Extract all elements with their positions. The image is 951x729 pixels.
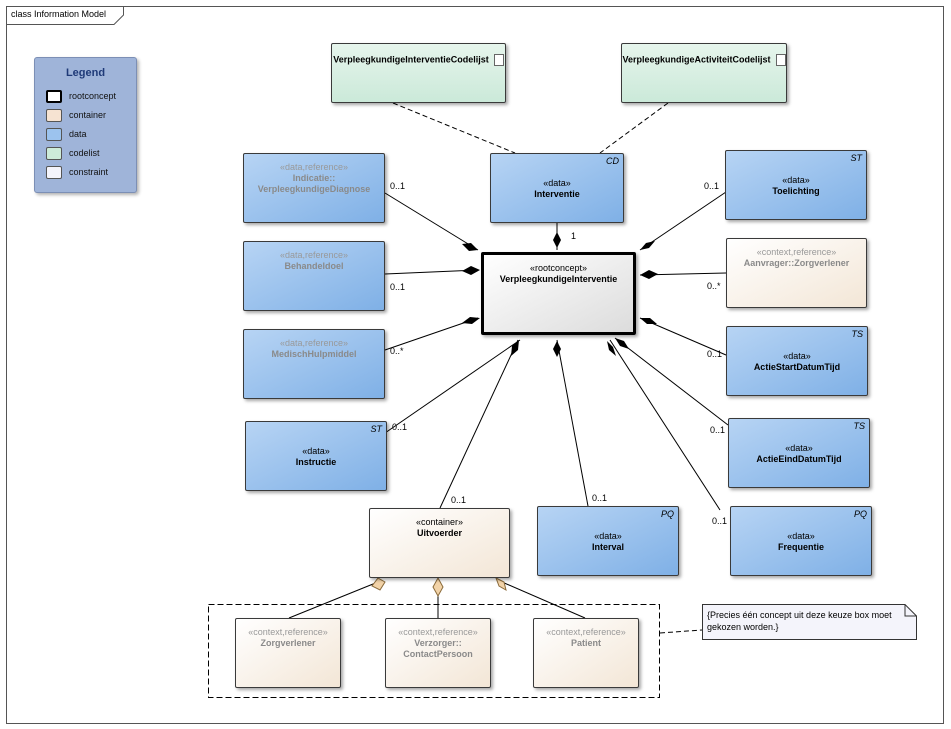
class-name: Frequentie bbox=[777, 542, 824, 552]
type-label: PQ bbox=[853, 509, 867, 519]
multiplicity-aanvrager: 0..* bbox=[707, 281, 721, 291]
stereotype: «context,reference» bbox=[546, 627, 626, 637]
type-label: ST bbox=[850, 153, 862, 163]
class-instructie[interactable]: ST «data» Instructie bbox=[245, 421, 387, 491]
stereotype: «data» bbox=[594, 531, 622, 541]
class-name: Uitvoerder bbox=[416, 528, 462, 538]
stereotype: «data» bbox=[543, 178, 571, 188]
class-aanvrager[interactable]: «context,reference» Aanvrager::Zorgverle… bbox=[726, 238, 867, 308]
class-name: Interval bbox=[591, 542, 624, 552]
stereotype: «data,reference» bbox=[279, 338, 349, 348]
stereotype: «data» bbox=[782, 175, 810, 185]
class-name: Aanvrager::Zorgverlener bbox=[743, 258, 850, 268]
class-interventie[interactable]: CD «data» Interventie bbox=[490, 153, 624, 223]
stereotype: «data» bbox=[783, 351, 811, 361]
type-label: TS bbox=[853, 421, 865, 431]
stereotype: «data» bbox=[302, 446, 330, 456]
stereotype: «data» bbox=[785, 443, 813, 453]
type-label: TS bbox=[851, 329, 863, 339]
multiplicity-start: 0..1 bbox=[707, 349, 723, 359]
codelist-icon bbox=[775, 54, 786, 66]
stereotype: «data» bbox=[787, 531, 815, 541]
class-verzorger[interactable]: «context,reference» Verzorger:: ContactP… bbox=[385, 618, 491, 688]
legend: Legend rootconcept container data codeli… bbox=[34, 57, 137, 193]
class-name: Zorgverlener bbox=[260, 638, 316, 648]
legend-swatch bbox=[46, 109, 62, 122]
codelist-activiteit[interactable]: VerpleegkundigeActiviteitCodelijst bbox=[621, 43, 787, 103]
legend-swatch bbox=[46, 128, 62, 141]
legend-title: Legend bbox=[65, 67, 106, 79]
legend-label: codelist bbox=[69, 148, 100, 158]
frame-title: class Information Model bbox=[11, 9, 107, 19]
multiplicity-uitvoerder: 0..1 bbox=[451, 495, 467, 505]
multiplicity-toelichting: 0..1 bbox=[704, 181, 720, 191]
codelist-name: VerpleegkundigeInterventieCodelijst bbox=[333, 54, 489, 65]
class-actie-start[interactable]: TS «data» ActieStartDatumTijd bbox=[726, 326, 868, 396]
class-interval[interactable]: PQ «data» Interval bbox=[537, 506, 679, 576]
codelist-interventie[interactable]: VerpleegkundigeInterventieCodelijst bbox=[331, 43, 506, 103]
class-zorgverlener[interactable]: «context,reference» Zorgverlener bbox=[235, 618, 341, 688]
type-label: PQ bbox=[660, 509, 674, 519]
codelist-name: VerpleegkundigeActiviteitCodelijst bbox=[622, 54, 771, 65]
diagram-frame bbox=[6, 6, 944, 724]
type-label: CD bbox=[606, 156, 619, 166]
class-name: ContactPersoon bbox=[403, 649, 473, 659]
stereotype: «data,reference» bbox=[279, 162, 349, 172]
class-name: Indicatie:: bbox=[292, 173, 336, 183]
class-name: VerpleegkundigeDiagnose bbox=[257, 184, 371, 194]
legend-label: rootconcept bbox=[69, 91, 117, 101]
constraint-note bbox=[702, 604, 917, 640]
multiplicity-instructie: 0..1 bbox=[392, 422, 408, 432]
multiplicity-eind: 0..1 bbox=[710, 425, 726, 435]
class-patient[interactable]: «context,reference» Patient bbox=[533, 618, 639, 688]
frame-tab bbox=[6, 6, 124, 25]
multiplicity-indicatie: 0..1 bbox=[390, 181, 406, 191]
class-name: Instructie bbox=[295, 457, 337, 467]
class-medisch-hulpmiddel[interactable]: «data,reference» MedischHulpmiddel bbox=[243, 329, 385, 399]
codelist-icon bbox=[493, 54, 504, 66]
legend-label: container bbox=[69, 110, 107, 120]
class-name: Interventie bbox=[534, 189, 580, 199]
note-text: {Precies één concept uit deze keuze box … bbox=[707, 610, 892, 632]
class-name: Verzorger:: bbox=[414, 638, 462, 648]
stereotype: «context,reference» bbox=[756, 247, 837, 257]
multiplicity-behandeldoel: 0..1 bbox=[390, 282, 406, 292]
legend-swatch bbox=[46, 166, 62, 179]
class-name: VerpleegkundigeInterventie bbox=[499, 274, 618, 284]
class-actie-eind[interactable]: TS «data» ActieEindDatumTijd bbox=[728, 418, 870, 488]
legend-label: constraint bbox=[69, 167, 109, 177]
class-name: ActieEindDatumTijd bbox=[756, 454, 842, 464]
multiplicity-interval: 0..1 bbox=[592, 493, 608, 503]
stereotype: «data,reference» bbox=[279, 250, 349, 260]
multiplicity-medisch: 0..* bbox=[390, 346, 404, 356]
class-toelichting[interactable]: ST «data» Toelichting bbox=[725, 150, 867, 220]
legend-swatch bbox=[46, 147, 62, 160]
type-label: ST bbox=[370, 424, 382, 434]
legend-swatch bbox=[46, 90, 62, 103]
class-name: Toelichting bbox=[772, 186, 820, 196]
root-verpleegkundige-interventie[interactable]: «rootconcept» VerpleegkundigeInterventie bbox=[481, 252, 636, 335]
class-name: Patient bbox=[570, 638, 601, 648]
multiplicity-frequentie: 0..1 bbox=[712, 516, 728, 526]
stereotype: «context,reference» bbox=[248, 627, 328, 637]
class-frequentie[interactable]: PQ «data» Frequentie bbox=[730, 506, 872, 576]
class-uitvoerder[interactable]: «container» Uitvoerder bbox=[369, 508, 510, 578]
class-name: MedischHulpmiddel bbox=[271, 349, 357, 359]
class-behandeldoel[interactable]: «data,reference» Behandeldoel bbox=[243, 241, 385, 311]
legend-label: data bbox=[69, 129, 87, 139]
stereotype: «container» bbox=[415, 517, 464, 527]
stereotype: «rootconcept» bbox=[529, 263, 588, 273]
class-name: Behandeldoel bbox=[284, 261, 344, 271]
class-indicatie[interactable]: «data,reference» Indicatie:: Verpleegkun… bbox=[243, 153, 385, 223]
stereotype: «context,reference» bbox=[398, 627, 478, 637]
class-name: ActieStartDatumTijd bbox=[753, 362, 841, 372]
multiplicity-interventie: 1 bbox=[571, 231, 577, 241]
